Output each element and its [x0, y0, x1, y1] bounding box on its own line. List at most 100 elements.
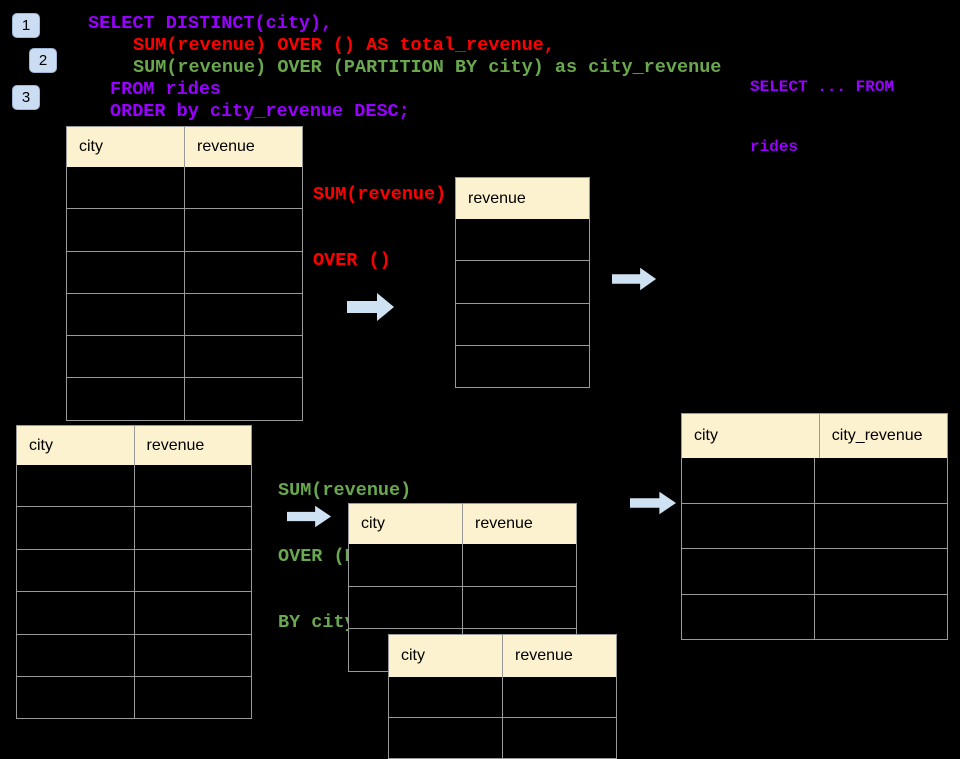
column-header-city: city — [79, 138, 103, 155]
flow-arrow-icon — [287, 505, 332, 528]
table-cell-empty — [814, 549, 947, 594]
table-cell-empty — [682, 595, 814, 640]
table-row — [682, 593, 947, 640]
column-header-city: city — [401, 647, 425, 664]
table-partition-b: city revenue — [388, 634, 617, 759]
flow-arrow-icon — [630, 491, 677, 515]
table-header-row: city revenue — [17, 426, 251, 465]
table-row — [17, 506, 252, 549]
table-row — [456, 344, 589, 387]
table-cell-empty — [17, 635, 134, 676]
table-header-row: city revenue — [349, 504, 576, 544]
table-cell-empty — [184, 293, 302, 336]
table-row — [682, 548, 947, 594]
table-body — [682, 458, 947, 639]
table-source-rides-top: city revenue — [66, 126, 303, 421]
column-header-city: city — [361, 515, 385, 532]
column-header-city: city — [694, 427, 718, 444]
table-cell-empty — [133, 592, 252, 634]
table-cell-empty — [67, 252, 184, 293]
annotation-total-line-1: SUM(revenue) — [313, 184, 447, 205]
table-row — [456, 302, 589, 345]
table-city-revenue-result: city city_revenue — [681, 413, 948, 640]
table-header-row: city revenue — [389, 635, 616, 677]
side-note-line-1: SELECT ... FROM — [750, 78, 895, 96]
table-row — [67, 335, 302, 378]
table-cell-empty — [184, 378, 302, 420]
table-cell-empty — [184, 251, 302, 293]
sql-code-line-3: SUM(revenue) OVER (PARTITION BY city) as… — [133, 57, 722, 78]
table-cell-empty — [462, 586, 576, 629]
table-cell-empty — [349, 544, 462, 586]
table-body — [67, 167, 302, 420]
table-row — [389, 677, 616, 717]
column-header-revenue: revenue — [502, 635, 616, 677]
column-header-revenue: revenue — [133, 426, 252, 465]
table-cell-empty — [682, 504, 814, 549]
table-cell-empty — [184, 336, 302, 378]
annotation-total-line-2: OVER () — [313, 250, 391, 271]
column-header-revenue: revenue — [184, 127, 302, 167]
table-cell-empty — [389, 677, 502, 717]
table-cell-empty — [814, 503, 947, 548]
table-cell-empty — [133, 465, 252, 507]
table-cell-empty — [184, 209, 302, 251]
table-cell-empty — [502, 677, 616, 717]
table-cell-empty — [67, 378, 184, 419]
table-cell-empty — [456, 304, 589, 345]
table-cell-empty — [814, 458, 947, 503]
table-cell-empty — [389, 718, 502, 758]
side-note-line-2: rides — [750, 138, 799, 156]
table-row — [17, 548, 252, 592]
table-cell-empty — [17, 507, 134, 548]
table-row — [682, 502, 947, 549]
table-cell-empty — [133, 507, 252, 549]
column-header-revenue: revenue — [468, 189, 526, 207]
table-cell-empty — [184, 167, 302, 209]
column-header-city: city — [29, 436, 53, 454]
table-cell-empty — [67, 167, 184, 208]
table-body — [389, 677, 616, 758]
table-cell-empty — [456, 261, 589, 302]
table-row — [456, 260, 589, 302]
step-badge-1: 1 — [12, 13, 40, 38]
table-row — [67, 377, 302, 420]
table-row — [682, 458, 947, 503]
table-body — [17, 465, 252, 719]
annotation-partition-line-1: SUM(revenue) — [278, 480, 412, 501]
table-cell-empty — [349, 587, 462, 629]
table-cell-empty — [67, 294, 184, 335]
table-row — [17, 591, 252, 634]
table-row — [67, 208, 302, 251]
table-cell-empty — [17, 465, 134, 506]
table-cell-empty — [456, 346, 589, 387]
table-row — [17, 465, 252, 507]
table-row — [389, 717, 616, 758]
table-row — [67, 250, 302, 293]
step-badge-2: 2 — [29, 48, 57, 73]
table-cell-empty — [133, 549, 252, 592]
table-body — [456, 219, 589, 387]
column-header-city-revenue: city_revenue — [818, 414, 947, 458]
flow-arrow-icon — [347, 293, 394, 321]
table-cell-empty — [17, 592, 134, 633]
sql-code-line-1: SELECT DISTINCT(city), — [88, 13, 333, 34]
table-cell-empty — [67, 336, 184, 377]
side-note: SELECT ... FROM rides — [750, 37, 894, 177]
table-cell-empty — [17, 677, 134, 718]
table-row — [456, 219, 589, 260]
table-row — [67, 167, 302, 209]
column-header-revenue: revenue — [462, 504, 576, 544]
table-cell-empty — [462, 544, 576, 586]
table-cell-empty — [133, 676, 252, 719]
table-row — [349, 585, 576, 629]
table-total-revenue-result: revenue — [455, 177, 590, 389]
table-row — [17, 675, 252, 719]
table-header-row: city city_revenue — [682, 414, 947, 458]
table-cell-empty — [17, 550, 134, 591]
table-row — [67, 292, 302, 336]
table-cell-empty — [682, 549, 814, 594]
table-cell-empty — [682, 458, 814, 503]
table-header-row: revenue — [456, 178, 589, 219]
sql-code-line-5: ORDER by city_revenue DESC; — [110, 101, 410, 122]
